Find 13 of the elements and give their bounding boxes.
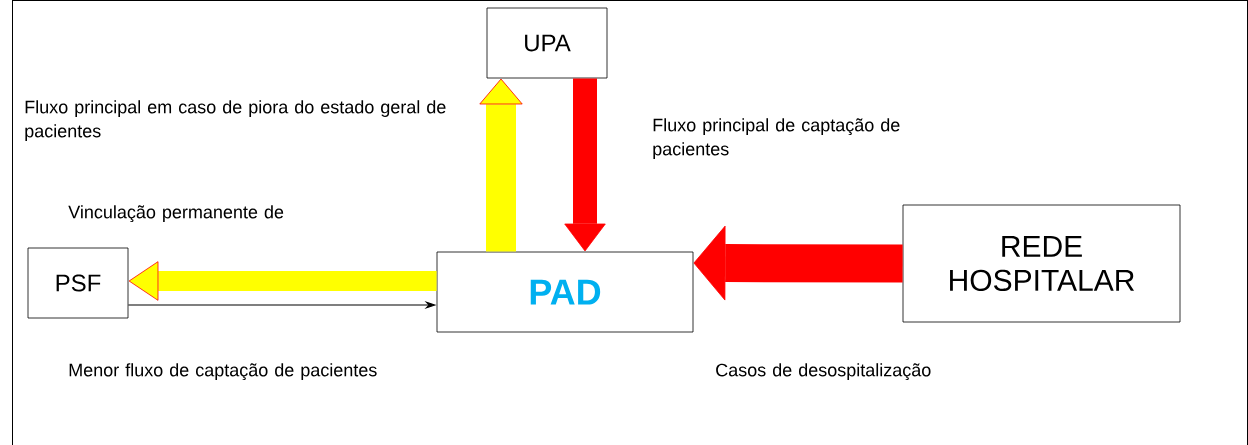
box: PAD xyxy=(436,251,694,333)
note-text: Fluxo principal em caso de piora do estado geral de pacientes xyxy=(25,100,446,141)
arrow xyxy=(564,78,606,252)
box: REDE HOSPITALAR xyxy=(902,204,1181,323)
note-text: Casos de desospitalização xyxy=(716,363,931,381)
arrow xyxy=(479,78,523,252)
note-text: Vinculação permanente de xyxy=(68,205,284,223)
arrow xyxy=(128,261,437,301)
note-text: Menor fluxo de captação de pacientes xyxy=(69,363,377,381)
arrow xyxy=(693,225,903,301)
box: UPA xyxy=(486,7,608,79)
note-text: Fluxo principal de captação de pacientes xyxy=(653,118,900,159)
box: PSF xyxy=(27,247,129,319)
